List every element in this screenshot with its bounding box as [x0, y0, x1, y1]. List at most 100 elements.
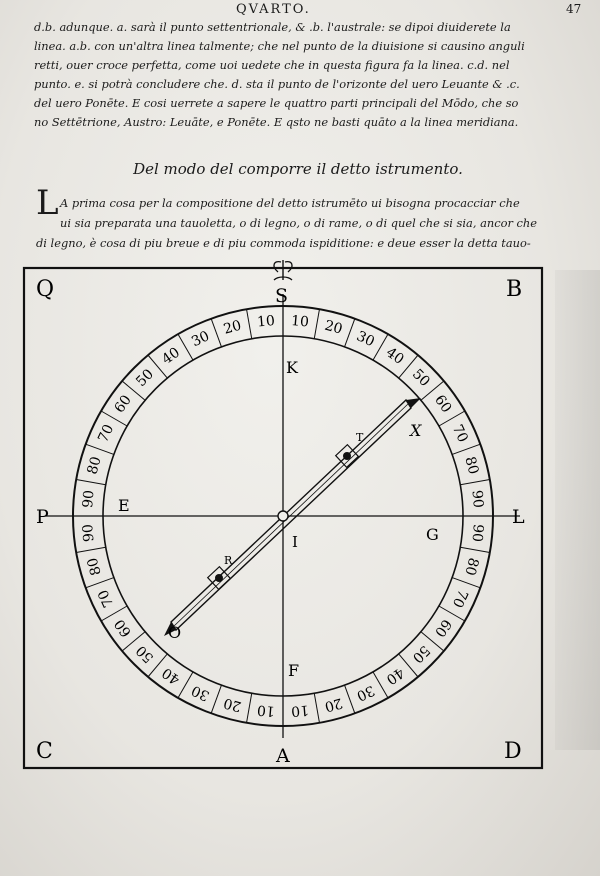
sight-vane-r — [206, 565, 232, 591]
inner-label-i: I — [292, 533, 298, 551]
inner-label-o: O — [168, 623, 181, 642]
degree-label: 30 — [354, 328, 377, 350]
degree-tick — [121, 631, 146, 652]
degree-label: 80 — [85, 455, 105, 476]
degree-label: 90 — [469, 523, 486, 542]
inner-label-k: K — [286, 358, 299, 377]
degree-tick — [313, 693, 320, 723]
degree-tick — [121, 380, 146, 401]
degree-tick — [460, 546, 490, 553]
side-label-l: L — [512, 506, 525, 528]
degree-label: 10 — [290, 702, 309, 719]
degree-label: 50 — [409, 366, 433, 390]
degree-label: 10 — [256, 702, 275, 719]
inner-label-e: E — [118, 496, 130, 515]
degree-tick — [85, 577, 115, 589]
alidade-tip-o — [164, 622, 176, 636]
degree-ticks — [73, 306, 493, 726]
bleed-through-margin — [555, 270, 600, 750]
degree-label: 60 — [112, 616, 135, 640]
degree-tick — [177, 671, 194, 699]
degree-label: 30 — [354, 682, 377, 704]
degree-tick — [438, 410, 466, 427]
paragraph-1-line: punto. e. si potrà concludere che. d. st… — [34, 77, 520, 91]
inner-label-r: R — [224, 554, 233, 567]
paragraph-2-line: A prima cosa per la compositione del det… — [60, 196, 520, 210]
degree-label: 30 — [189, 328, 212, 350]
inner-label-f: F — [288, 661, 299, 680]
degree-label: 70 — [449, 422, 471, 445]
degree-tick — [313, 309, 320, 339]
inner-label-t: T — [356, 431, 364, 444]
degree-tick — [451, 443, 481, 455]
degree-label: 60 — [431, 392, 454, 416]
degree-label: 60 — [112, 392, 135, 416]
running-head: QVARTO. 47 — [0, 2, 600, 20]
paragraph-1-line: d.b. adunque. a. sarà il punto settentri… — [34, 20, 511, 34]
degree-tick — [344, 318, 356, 348]
degree-tick — [344, 684, 356, 714]
running-title: QVARTO. — [236, 2, 311, 17]
degree-tick — [100, 410, 128, 427]
center-pivot — [277, 510, 289, 522]
degree-tick — [420, 631, 445, 652]
alidade-fiducial — [173, 403, 409, 627]
paragraph-2-line: di legno, è cosa di piu breue e di piu c… — [36, 236, 531, 250]
degree-tick — [398, 354, 419, 379]
degree-tick — [438, 605, 466, 622]
degree-label: 30 — [189, 682, 212, 704]
sight-hole-t — [343, 452, 351, 460]
side-label-s: S — [275, 285, 288, 307]
degree-label: 50 — [409, 642, 433, 666]
degree-tick — [85, 443, 115, 455]
degree-tick — [147, 354, 168, 379]
side-label-a: A — [275, 745, 290, 767]
degree-label: 80 — [461, 556, 481, 577]
degree-tick — [210, 684, 222, 714]
corner-label-q: Q — [36, 277, 54, 302]
degree-label: 10 — [290, 313, 309, 330]
degree-label: 20 — [323, 318, 344, 338]
degree-label: 80 — [85, 556, 105, 577]
paragraph-1: d.b. adunque. a. sarà il punto settentri… — [34, 18, 525, 132]
degree-label: 40 — [159, 345, 183, 368]
degree-tick — [147, 653, 168, 678]
degree-label: 80 — [461, 455, 481, 476]
degree-tick — [76, 546, 106, 553]
degree-tick — [177, 333, 194, 361]
paragraph-2: A prima cosa per la compositione del det… — [36, 193, 537, 253]
inner-label-x: X — [408, 421, 422, 440]
degree-tick — [246, 309, 253, 339]
degree-tick — [76, 479, 106, 486]
degree-label: 60 — [431, 616, 454, 640]
inner-label-g: G — [426, 525, 439, 544]
degree-label: 90 — [80, 489, 97, 508]
degree-tick — [420, 380, 445, 401]
paragraph-1-line: no Settētrione, Austro: Leuāte, e Ponēte… — [34, 115, 519, 129]
alidade-tip-x — [406, 398, 421, 408]
corner-label-d: D — [504, 739, 522, 764]
degree-label: 90 — [469, 489, 486, 508]
degree-label: 50 — [133, 366, 157, 390]
paragraph-1-line: del uero Ponēte. E cosi uerrete a sapere… — [34, 96, 519, 110]
paragraph-1-line: retti, ouer croce perfetta, come uoi ued… — [34, 58, 510, 72]
degree-label: 70 — [449, 587, 471, 610]
corner-label-c: C — [36, 739, 53, 764]
degree-tick — [246, 693, 253, 723]
paragraph-1-line: linea. a.b. con un'altra linea talmente;… — [34, 39, 525, 53]
degree-label: 90 — [80, 523, 97, 542]
degree-tick — [210, 318, 222, 348]
degree-label: 70 — [95, 422, 117, 445]
paragraph-2-line: ui sia preparata una tauoletta, o di leg… — [60, 216, 537, 230]
suspension-ring — [273, 260, 293, 281]
sight-hole-r — [215, 574, 223, 582]
degree-label: 20 — [222, 694, 243, 714]
sight-vane-t — [334, 443, 360, 469]
alidade — [164, 398, 421, 636]
degree-tick — [451, 577, 481, 589]
degree-tick — [398, 653, 419, 678]
degree-label: 10 — [256, 313, 275, 330]
degree-label: 40 — [383, 664, 407, 687]
